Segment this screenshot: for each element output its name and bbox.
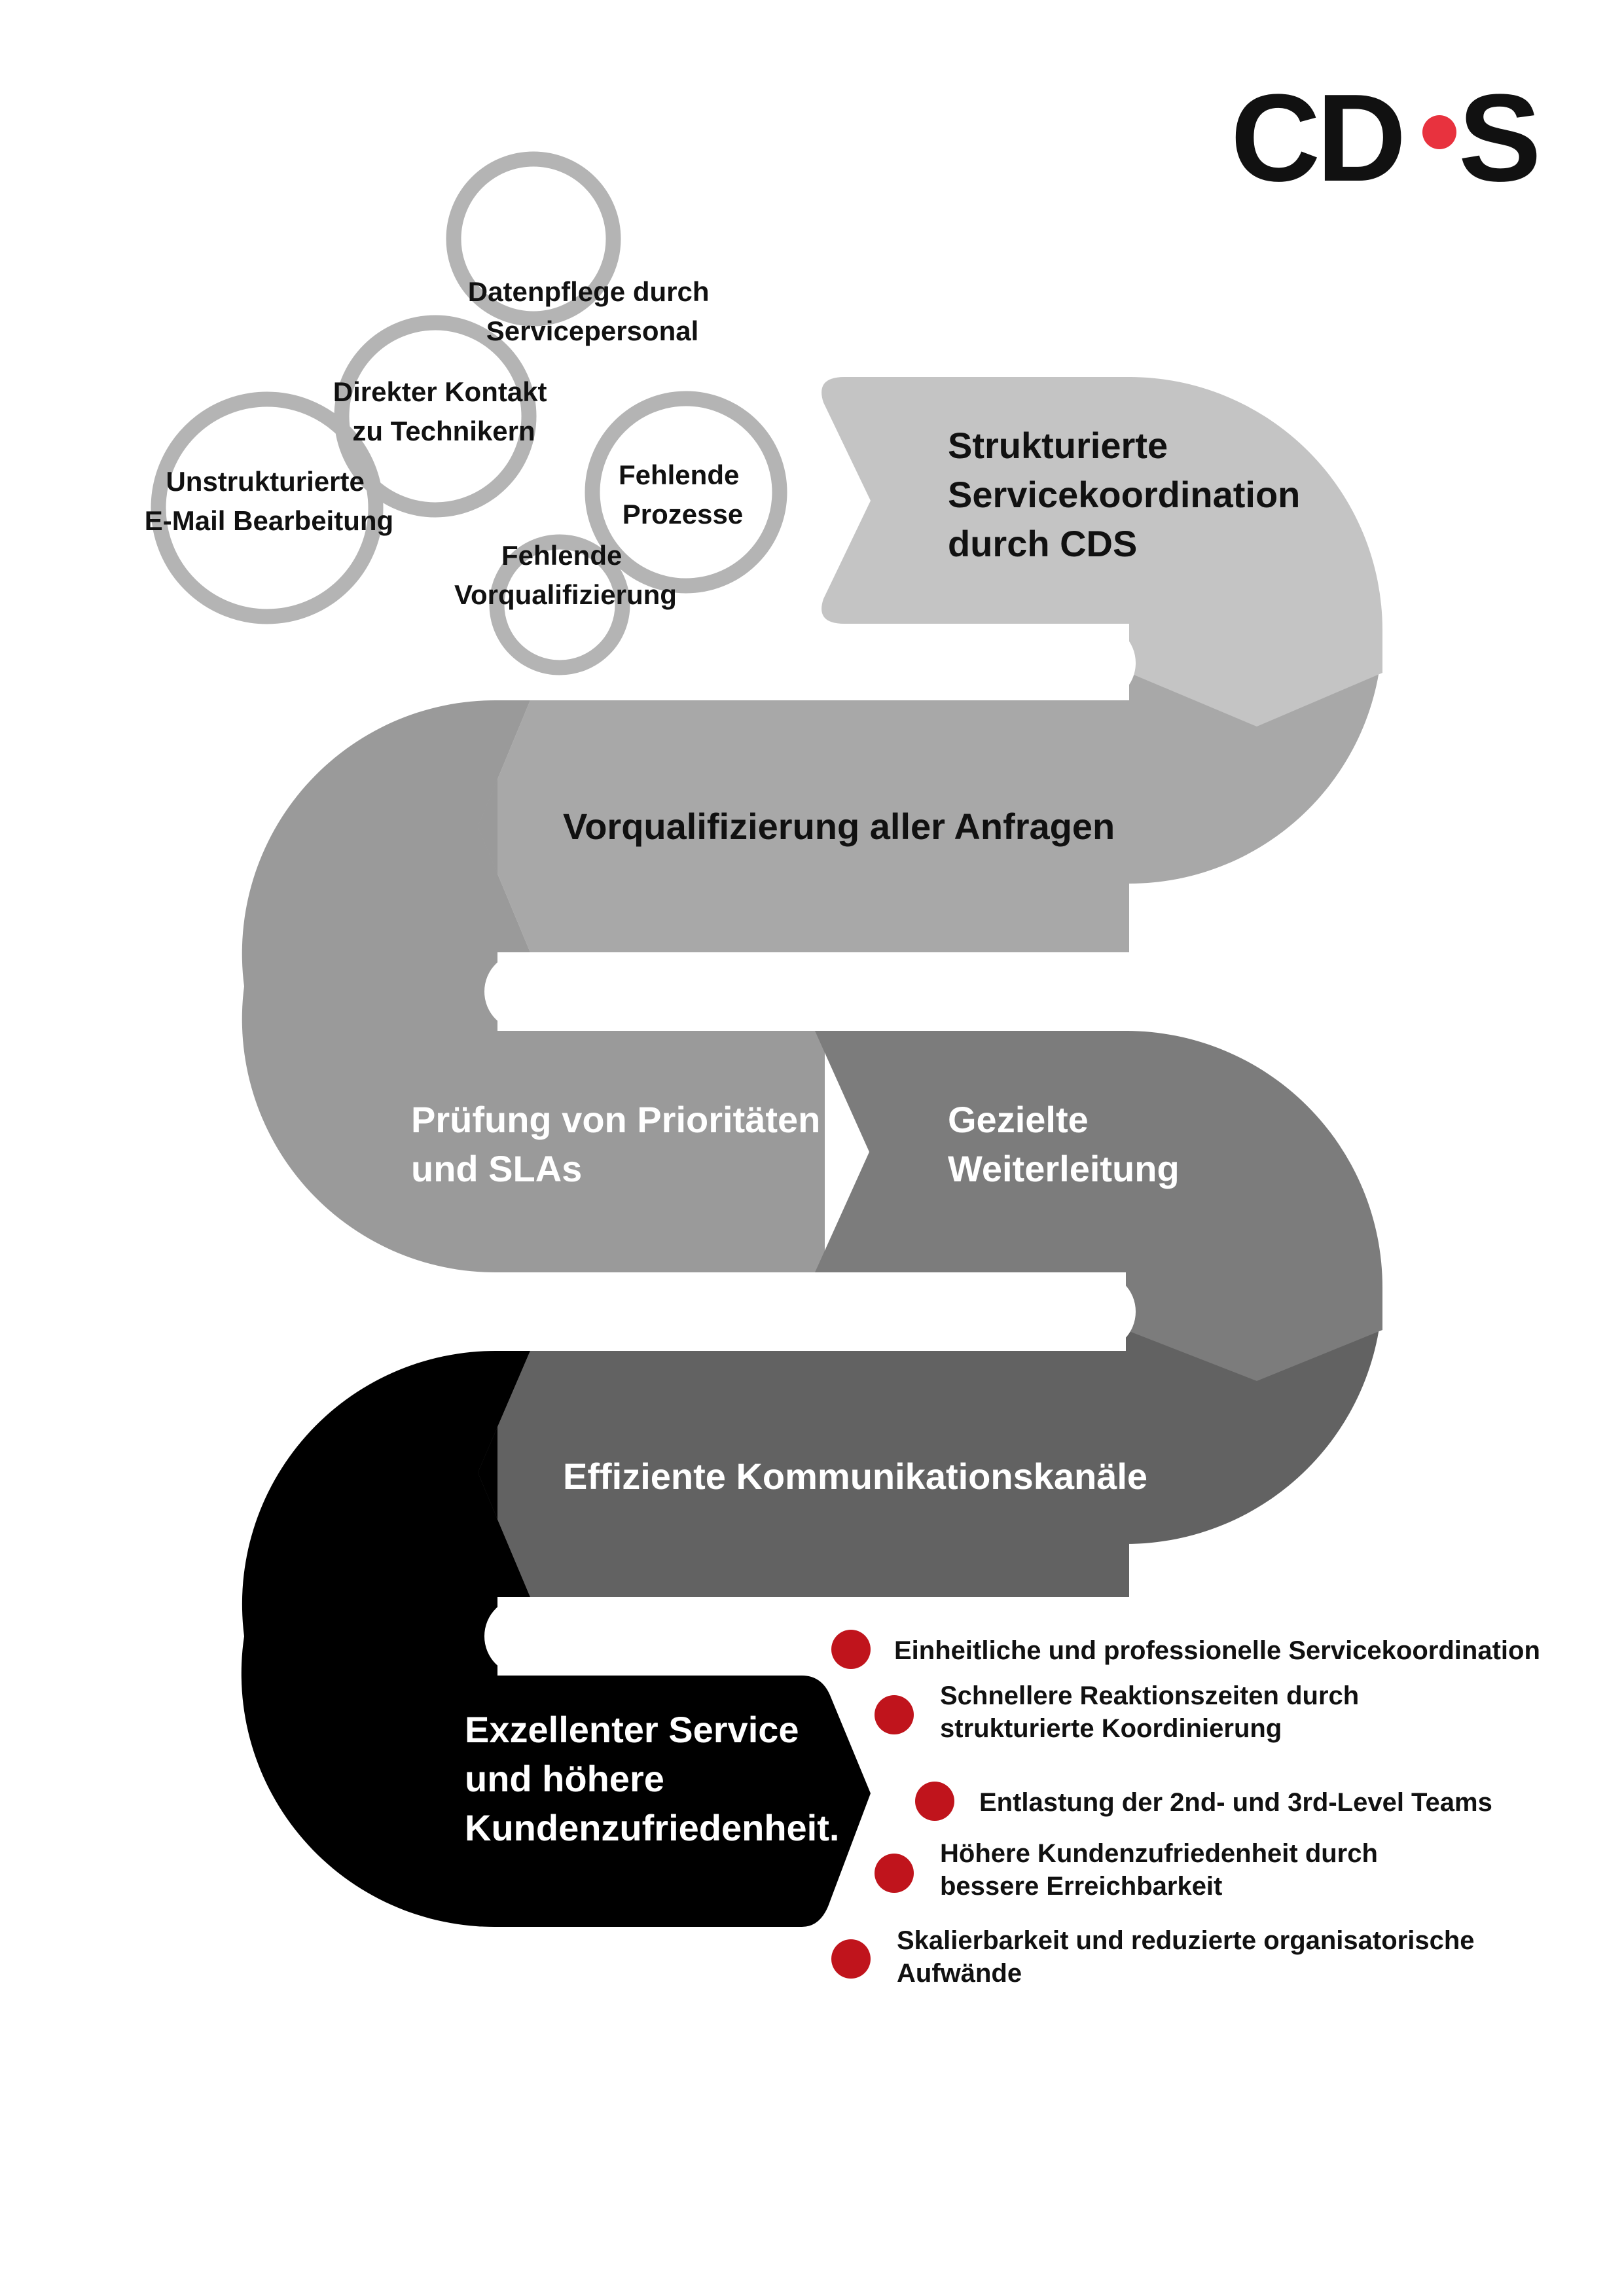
step-label: Exzellenter Service und höhere Kundenzuf…	[465, 1709, 839, 1848]
problem-circle-ring	[585, 391, 787, 594]
problem-label-line: E-Mail Bearbeitung	[145, 505, 393, 536]
step-label-line: Prüfung von Prioritäten	[411, 1099, 820, 1140]
turn-right2-inner-cap	[1057, 1272, 1136, 1351]
step-band-4	[815, 1031, 1129, 1272]
step-label: Prüfung von Prioritäten und SLAs	[411, 1099, 831, 1189]
logo-text-right: S	[1458, 69, 1542, 207]
problem-label-line: Fehlende	[619, 459, 739, 490]
benefit-bullet	[875, 1695, 914, 1734]
problem-label-line: Fehlende	[501, 540, 622, 571]
step-label-line: Servicekoordination	[948, 474, 1300, 515]
benefit-text: Höhere Kundenzufriedenheit durch bessere…	[940, 1839, 1385, 1901]
benefit-item: Einheitliche und professionelle Servicek…	[831, 1630, 1540, 1669]
step-label: Vorqualifizierung aller Anfragen	[563, 806, 1115, 847]
benefit-bullet	[831, 1939, 871, 1979]
problem-label-line: Vorqualifizierung	[454, 579, 677, 610]
benefit-line: Skalierbarkeit und reduzierte organisato…	[897, 1926, 1475, 1955]
turn-left-inner-slot	[524, 952, 890, 1031]
step-label-line: Strukturierte	[948, 425, 1168, 466]
benefit-line: Aufwände	[897, 1959, 1022, 1988]
turn-right2-upper-half	[1126, 1031, 1382, 1287]
benefit-bullet	[875, 1854, 914, 1893]
benefit-line: Entlastung der 2nd- und 3rd-Level Teams	[979, 1788, 1492, 1817]
turn-right-inner-cap	[1057, 624, 1136, 702]
benefit-line: Einheitliche und professionelle Servicek…	[894, 1636, 1540, 1665]
logo-dot	[1422, 115, 1456, 149]
turn-left2-upper-half	[242, 1350, 497, 1636]
benefit-text: Skalierbarkeit und reduzierte organisato…	[897, 1926, 1482, 1988]
turn-left-upper-half	[242, 700, 497, 986]
step-band-3	[497, 1031, 825, 1272]
step-band-1	[821, 377, 1132, 624]
problem-circle-ring	[151, 391, 384, 624]
step-label-line: Exzellenter Service	[465, 1709, 799, 1750]
problem-circles: Datenpflege durch Servicepersonal Direkt…	[145, 151, 787, 675]
turn-left2-inner-cap	[484, 1597, 563, 1676]
benefit-line: strukturierte Koordinierung	[940, 1714, 1282, 1743]
step-band-5	[478, 1351, 1129, 1597]
problem-label: Fehlende Vorqualifizierung	[454, 540, 677, 610]
benefit-bullet	[915, 1782, 954, 1821]
problem-label-line: zu Technikern	[352, 416, 535, 446]
problem-circle-ring	[334, 315, 537, 518]
step-label-line: durch CDS	[948, 523, 1137, 564]
benefits-list: Einheitliche und professionelle Servicek…	[831, 1630, 1540, 1988]
turn-right-upper-half	[1129, 377, 1382, 630]
turn-left-lower-half	[242, 986, 497, 1273]
problem-label: Datenpflege durch Servicepersonal	[468, 276, 717, 346]
step-label-line: Effiziente Kommunikationskanäle	[563, 1456, 1147, 1497]
turn-left-inner-cap	[484, 952, 563, 1031]
problem-circle-ring	[446, 151, 621, 327]
benefit-item: Skalierbarkeit und reduzierte organisato…	[831, 1926, 1482, 1988]
problem-label: Fehlende Prozesse	[619, 459, 747, 529]
problem-circle-ring	[489, 534, 630, 675]
step-band-5-tail	[478, 1351, 530, 1597]
step-label-line: und SLAs	[411, 1148, 582, 1189]
process-flow: Strukturierte Servicekoordination durch …	[241, 377, 1382, 1928]
turn-right2-notch	[1126, 1287, 1382, 1381]
benefit-line: Schnellere Reaktionszeiten durch	[940, 1681, 1359, 1710]
benefit-bullet	[831, 1630, 871, 1669]
step-label-line: Weiterleitung	[948, 1148, 1180, 1189]
step-band-6	[497, 1676, 871, 1927]
problem-label: Direkter Kontakt zu Technikern	[333, 376, 554, 446]
problem-label-line: Unstrukturierte	[166, 466, 364, 497]
turn-left2-lower-half	[241, 1636, 497, 1928]
problem-label-line: Servicepersonal	[486, 315, 699, 346]
benefit-item: Schnellere Reaktionszeiten durch struktu…	[875, 1681, 1366, 1743]
benefit-text: Einheitliche und professionelle Servicek…	[894, 1636, 1540, 1665]
step-band-2	[478, 700, 1129, 952]
problem-label-line: Datenpflege durch	[468, 276, 710, 307]
problem-label-line: Prozesse	[623, 499, 743, 529]
step-label-line: Kundenzufriedenheit.	[465, 1807, 839, 1848]
benefit-line: Höhere Kundenzufriedenheit durch	[940, 1839, 1378, 1868]
benefit-text: Entlastung der 2nd- und 3rd-Level Teams	[979, 1788, 1492, 1817]
step-label-line: Vorqualifizierung aller Anfragen	[563, 806, 1115, 847]
step-band-2-tail	[478, 700, 530, 952]
step-label-line: Gezielte	[948, 1099, 1089, 1140]
step-label: Gezielte Weiterleitung	[948, 1099, 1180, 1189]
step-label: Strukturierte Servicekoordination durch …	[948, 425, 1310, 564]
logo-text-left: CD	[1231, 69, 1402, 207]
step-label: Effiziente Kommunikationskanäle	[563, 1456, 1147, 1497]
problem-label-line: Direkter Kontakt	[333, 376, 547, 407]
turn-left2-inner-slot	[524, 1597, 818, 1676]
turn-right-notch	[1129, 630, 1382, 726]
benefit-item: Entlastung der 2nd- und 3rd-Level Teams	[915, 1782, 1492, 1821]
step-label-line: und höhere	[465, 1758, 664, 1799]
benefit-text: Schnellere Reaktionszeiten durch struktu…	[940, 1681, 1366, 1743]
problem-label: Unstrukturierte E-Mail Bearbeitung	[145, 466, 393, 536]
cds-logo: CD S	[1231, 69, 1542, 207]
benefit-item: Höhere Kundenzufriedenheit durch bessere…	[875, 1839, 1385, 1901]
benefit-line: bessere Erreichbarkeit	[940, 1872, 1222, 1901]
